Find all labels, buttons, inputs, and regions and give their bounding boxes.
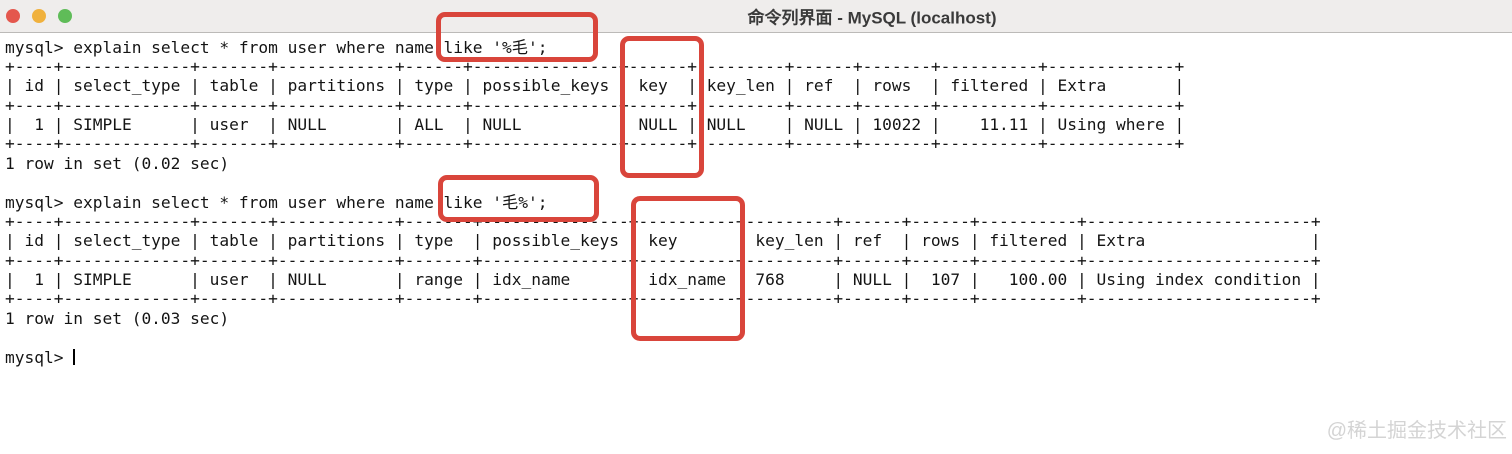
annotation-box-key-column-table1 [620, 36, 704, 178]
prompt-line: mysql> [5, 348, 1512, 367]
zoom-button[interactable] [58, 9, 72, 23]
table2-header-row: | id | select_type | table | partitions … [5, 231, 1321, 251]
table2-data-row: | 1 | SIMPLE | user | NULL | range | idx… [5, 270, 1321, 289]
close-button[interactable] [6, 9, 20, 23]
prompt-text: mysql> [5, 347, 74, 367]
annotation-box-like-mao-percent [438, 175, 599, 222]
table2-separator: +----+-------------+-------+------------… [5, 250, 1321, 270]
annotation-box-like-percent-mao [436, 12, 598, 62]
result-summary-2: 1 row in set (0.03 sec) [5, 308, 230, 328]
text-cursor [73, 348, 76, 365]
table1-separator: +----+-------------+-------+------------… [5, 95, 1185, 115]
minimize-button[interactable] [32, 9, 46, 23]
table1-header-row: | id | select_type | table | partitions … [5, 76, 1185, 96]
annotation-box-key-column-table2 [631, 196, 745, 341]
window-title: 命令列界面 - MySQL (localhost) [747, 8, 997, 28]
command-2: mysql> explain select * from user where … [5, 192, 548, 212]
table1-data-row: | 1 | SIMPLE | user | NULL | ALL | NULL … [5, 115, 1185, 134]
watermark: @稀土掘金技术社区 [1326, 420, 1507, 442]
table2-border-top: +----+-------------+-------+------------… [5, 211, 1321, 231]
result-summary-1: 1 row in set (0.02 sec) [5, 153, 230, 173]
titlebar: 命令列界面 - MySQL (localhost) [0, 0, 1512, 33]
blank-line [5, 173, 1512, 192]
table1-border-top: +----+-------------+-------+------------… [5, 56, 1185, 76]
command-1: mysql> explain select * from user where … [5, 37, 548, 57]
blank-line [5, 328, 1512, 347]
table2-border-bottom: +----+-------------+-------+------------… [5, 289, 1321, 309]
table1-border-bottom: +----+-------------+-------+------------… [5, 134, 1185, 154]
terminal-output[interactable]: mysql> explain select * from user where … [5, 34, 1512, 454]
